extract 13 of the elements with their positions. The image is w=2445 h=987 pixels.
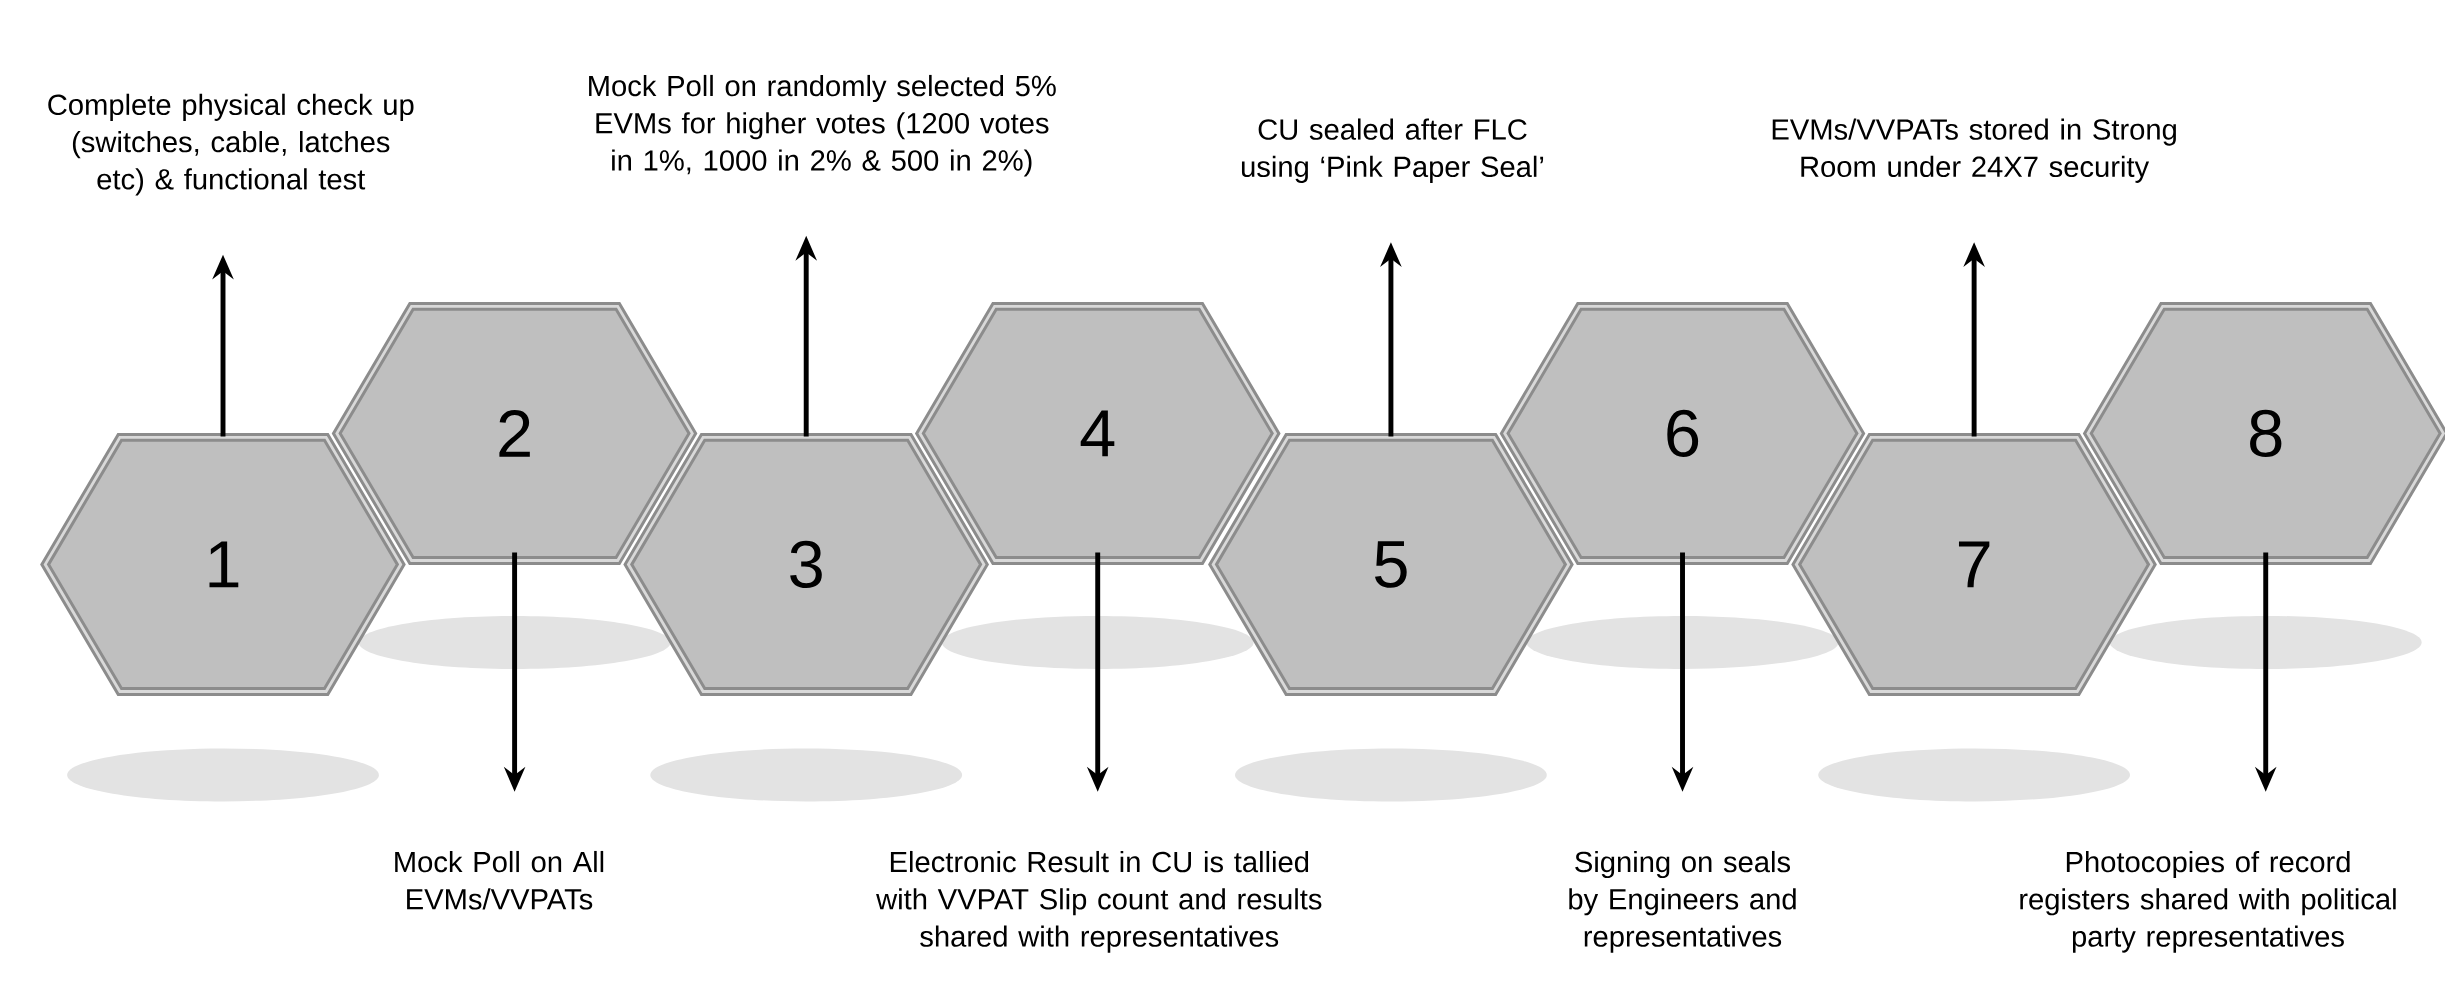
hexagon: 7 (1791, 432, 2157, 696)
hexagon: 5 (1208, 432, 1574, 696)
step-text: Signing on seals by Engineers and representatives (1569, 850, 1796, 953)
step-text: CU sealed after FLC using ‘Pink Paper Seal’ (1241, 118, 1544, 183)
hexagon: 1 (40, 432, 406, 696)
step-text: Electronic Result in CU is tallied with VVPAT Slip count and results shared with representatives (876, 850, 1322, 953)
hexagon: 8 (2082, 302, 2445, 565)
step-text: Photocopies of record registers shared with political party representatives (2020, 850, 2396, 953)
step-text: EVMs/VVPATs stored in Strong Room under 24X7 security (1772, 118, 2176, 183)
step-text: Mock Poll on randomly selected 5% EVMs for higher votes (1200 votes in 1%, 1000 in 2% & 500 in 2%) (589, 74, 1056, 177)
hexagon: 3 (623, 432, 989, 696)
step-text: Complete physical check up (switches, cable, latches etc) & functional test (48, 93, 414, 196)
step-text: Mock Poll on All EVMs/VVPATs (395, 850, 604, 910)
